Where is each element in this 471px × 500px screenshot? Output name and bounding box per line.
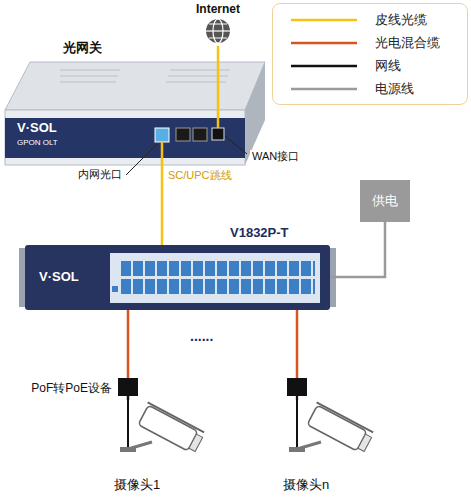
node-label: PoF转PoE设备 xyxy=(31,381,112,395)
pof-converter: PoF转PoE设备 xyxy=(118,378,138,396)
legend-text: 网线 xyxy=(375,57,401,75)
poe-switch: V1832P-TV·SOL xyxy=(25,245,330,310)
ellipsis: ...... xyxy=(190,328,213,345)
camera-mount xyxy=(296,400,298,450)
pof-converter-box xyxy=(287,378,307,396)
camera: 摄像头1 xyxy=(114,400,209,495)
optical-port xyxy=(155,128,169,142)
legend-sample xyxy=(287,37,375,49)
node-text: GPON OLT xyxy=(17,138,58,148)
cable xyxy=(217,46,220,62)
device-front xyxy=(5,110,245,165)
legend-sample xyxy=(287,83,375,95)
olt-device xyxy=(5,62,265,175)
port-label: 内网光口 xyxy=(78,168,122,181)
power-supply: 供电 xyxy=(360,180,410,222)
led xyxy=(112,286,118,292)
camera-icon xyxy=(289,400,374,454)
globe xyxy=(206,19,230,43)
lan-port xyxy=(176,128,190,141)
node-label: 光网关 xyxy=(63,40,102,56)
camera-body xyxy=(136,402,205,454)
camera-icon xyxy=(120,400,205,454)
switch-device xyxy=(19,245,336,310)
camera-hood xyxy=(148,402,205,432)
camera-housing xyxy=(138,405,198,451)
legend-text: 电源线 xyxy=(375,80,414,98)
device-top xyxy=(5,62,265,110)
node-label: 供电 xyxy=(360,193,410,209)
camera-lens xyxy=(358,434,372,451)
globe-icon xyxy=(206,19,230,43)
port-array xyxy=(120,260,315,296)
node-label: 摄像头n xyxy=(283,477,329,493)
legend-line xyxy=(291,18,357,21)
camera-arm xyxy=(297,442,321,449)
lan-port xyxy=(193,128,207,141)
drop-cable xyxy=(217,62,220,128)
port-label: WAN接口 xyxy=(250,150,301,163)
camera-housing xyxy=(307,405,367,451)
legend-line xyxy=(291,41,357,44)
vents xyxy=(60,70,230,82)
camera-hood xyxy=(317,402,374,432)
legend-row: 网线 xyxy=(273,54,467,77)
node-label: V1832P-T xyxy=(230,225,289,241)
cable xyxy=(127,396,130,400)
front-panel xyxy=(5,118,245,158)
legend-line xyxy=(291,87,357,90)
legend-text: 光电混合缆 xyxy=(375,34,440,52)
legend-row: 光电混合缆 xyxy=(273,31,467,54)
equator xyxy=(206,30,230,31)
optical-gateway: 光网关V·SOLGPON OLT xyxy=(5,62,265,165)
node-text: V·SOL xyxy=(39,269,79,285)
leader-line xyxy=(225,136,247,154)
node-label: 摄像头1 xyxy=(114,477,160,493)
camera-arm xyxy=(128,442,152,449)
port-panel xyxy=(110,253,320,303)
leader-line xyxy=(126,144,157,175)
wan-port xyxy=(212,128,224,140)
camera-lens xyxy=(189,434,203,451)
node-label: Internet xyxy=(188,2,248,16)
parallels xyxy=(209,24,227,38)
cable xyxy=(161,165,164,245)
cable-label: SC/UPC跳线 xyxy=(168,169,232,182)
legend-sample xyxy=(287,14,375,26)
legend-row: 皮线光缆 xyxy=(273,8,467,31)
cable xyxy=(330,222,385,277)
camera: 摄像头n xyxy=(283,400,378,495)
node-text: V·SOL xyxy=(17,120,57,136)
switch-body xyxy=(25,245,330,310)
internet-icon: Internet xyxy=(188,2,248,46)
cable xyxy=(127,310,130,378)
camera-mount xyxy=(127,400,129,450)
legend-row: 电源线 xyxy=(273,77,467,100)
patch-cord xyxy=(161,142,164,165)
legend-sample xyxy=(287,60,375,72)
legend-text: 皮线光缆 xyxy=(375,11,427,29)
network-cable xyxy=(296,396,298,400)
camera-body xyxy=(305,402,374,454)
legend-line xyxy=(291,64,357,67)
legend: 皮线光缆光电混合缆网线电源线 xyxy=(272,3,468,105)
